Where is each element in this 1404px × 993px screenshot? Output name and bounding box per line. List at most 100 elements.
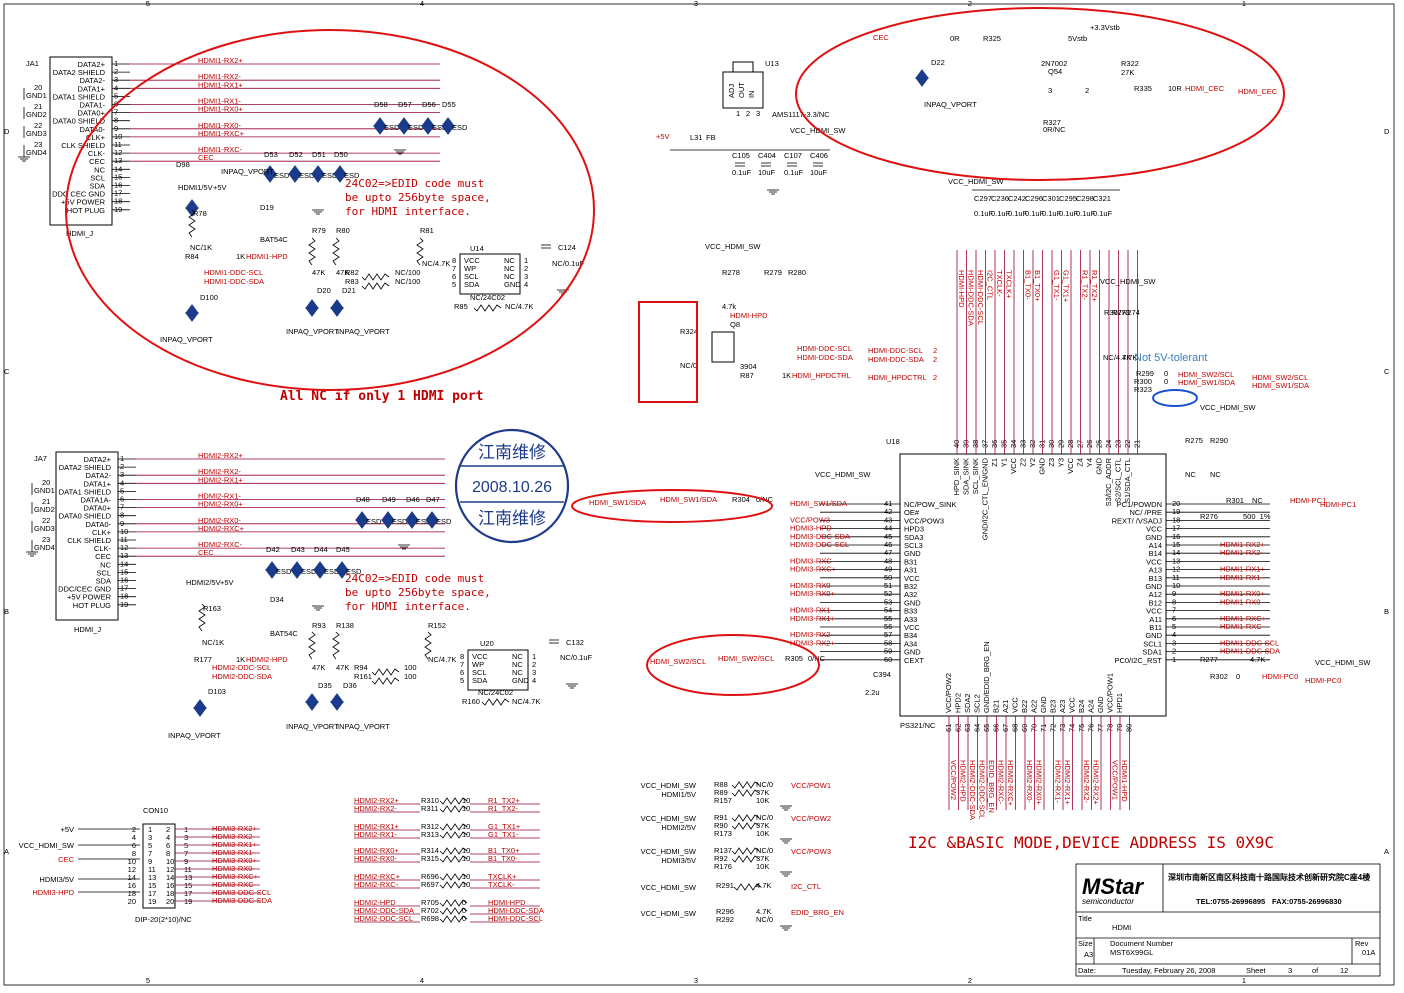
hdmi1-hpd-net: HDMI1-HPD — [246, 252, 288, 261]
mstar-logo-sub: semiconductor — [1082, 897, 1134, 906]
r80-ref: R80 — [336, 226, 350, 235]
u18-bottom-net: HDMI2-RX2+ — [1092, 760, 1101, 805]
tx-res-value: 10 — [462, 822, 470, 831]
u14-part: NC/24C02 — [470, 293, 505, 302]
u18-left-pin-label: GND — [904, 648, 921, 657]
r324-ref: R324 — [680, 327, 698, 336]
u18-top-net: HDMI-DDC-SCL — [976, 270, 985, 325]
r81-ref: R81 — [420, 226, 434, 235]
size-value: A3 — [1084, 950, 1093, 959]
u18-top-pin-number: 33 — [1019, 440, 1028, 448]
u18-right-pin-label: A12 — [1149, 590, 1162, 599]
u18-left-pin-label: B34 — [904, 631, 917, 640]
u18-right-pin-number: 12 — [1172, 565, 1180, 574]
stamp-top-text: 江南维修 — [478, 443, 546, 462]
u18-right-pin-number: 7 — [1172, 606, 1176, 615]
u18-right-net: HDMI1-RX2+ — [1220, 540, 1265, 549]
u18-left-pin-number: 46 — [884, 540, 892, 549]
r301-ref: R301 — [1226, 496, 1244, 505]
ddc-sda-sheet: 2 — [933, 355, 937, 364]
tx-res-in-net: HDMI2-RX0- — [354, 854, 397, 863]
u18-bottom-pin-label: VCC — [1068, 697, 1077, 713]
u18-top-pin-label: S1/SDA_CTL — [1123, 458, 1132, 503]
d98-ref: D98 — [176, 160, 190, 169]
r335-value: 10R — [1168, 84, 1182, 93]
esd-label: ESD — [416, 517, 432, 526]
u13-pin-label: OUT — [737, 82, 746, 98]
title-label: Title — [1078, 914, 1092, 923]
u18-bottom-pin-label: SCL2 — [973, 694, 982, 713]
hpd-ddc-sda-net: HDMI-DDC-SDA — [797, 353, 853, 362]
pow-resistor — [731, 847, 760, 855]
pow-gnd — [780, 871, 792, 877]
u18-bottom-pin-label: HPD1 — [1115, 693, 1124, 713]
caps-row-value: 0.1uF — [1025, 209, 1045, 218]
r280-ref: R280 — [788, 268, 806, 277]
right-sw2scl-port: HDMI_SW2/SCL — [1252, 373, 1308, 382]
caps-row-value: 0.1uF — [991, 209, 1011, 218]
q8-ref: Q8 — [730, 320, 740, 329]
hpd-ctrl-net: HDMI_HPDCTRL — [792, 371, 851, 380]
connector-pin-number: 3 — [114, 75, 118, 84]
u18-top-pin-number: 27 — [1076, 440, 1085, 448]
pow-r3-ref: R176 — [714, 862, 732, 871]
hdmi1-ddc-scl-net: HDMI1-DDC-SCL — [204, 268, 263, 277]
docnum-value: MST6X99GL — [1110, 948, 1153, 957]
r82-value: NC/100 — [395, 268, 420, 277]
tx-res-in-net: HDMI2-RX2- — [354, 804, 397, 813]
reg-cap — [761, 162, 771, 167]
u18-right-pin-number: 9 — [1172, 589, 1176, 598]
u18-bottom-pin-number: 61 — [944, 724, 953, 732]
eeprom-pin-right: NC — [512, 668, 523, 677]
connector-pin-label: DATA1+ — [78, 84, 106, 93]
u18-top-net: HDMI-DDC-SDA — [967, 270, 976, 326]
con10-left-net: HDMI3/5V — [39, 875, 74, 884]
eeprom-pin-number-left: 6 — [452, 272, 456, 281]
eeprom-pin-number-left: 7 — [452, 264, 456, 273]
con10-left-net: CEC — [58, 855, 74, 864]
r79-value: 47K — [312, 268, 325, 277]
d22-inpaq: INPAQ_VPORT — [924, 100, 977, 109]
u18-top-pin-label: Y3 — [1057, 458, 1066, 467]
u18-left-pin-label: VCC — [904, 574, 920, 583]
u18-right-pin-label: GND — [1145, 533, 1162, 542]
u18-left-net: HDMI3-RX0+ — [790, 589, 835, 598]
u18-left-pin-label: HPD3 — [904, 525, 924, 534]
c394-value: 2.2u — [865, 688, 880, 697]
u18-left-pin-number: 42 — [884, 507, 892, 516]
u18-left-pin-label: VCC/POW3 — [904, 516, 944, 525]
row-mark-right: B — [1384, 607, 1389, 616]
q8-part: 3904 — [740, 362, 757, 371]
esd-label: ESD — [324, 567, 340, 576]
u18-right-net: HDMI1-RX0- — [1220, 597, 1263, 606]
q8-body — [711, 331, 735, 363]
reg-cap-value: 0.1uF — [784, 168, 804, 177]
pow-r3-value: 10K — [756, 829, 769, 838]
u18-left-net: HDMI3-RX0- — [790, 581, 833, 590]
connector-pin-label: DATA0 SHIELD — [53, 117, 106, 126]
pow-gnd — [780, 805, 792, 811]
connector-gnd-label: GND1 — [34, 486, 55, 495]
sheet-total: 12 — [1340, 966, 1348, 975]
u18-left-pin-number: 56 — [884, 622, 892, 631]
eeprom-pin-right: NC — [512, 660, 523, 669]
u18-right-net: HDMI1-DDC-SDA — [1220, 647, 1280, 656]
con10-pin-odd-right: 17 — [184, 889, 192, 898]
con10-pin-odd-right: 1 — [184, 825, 188, 834]
ja7-name: HDMI_J — [74, 625, 101, 634]
eeprom-pin-number-left: 7 — [460, 660, 464, 669]
tx-res-out-net: TXCLK+ — [488, 872, 517, 881]
r304-ref: R304 — [732, 495, 750, 504]
connector-pin-number: 9 — [120, 519, 124, 528]
esd-diode — [381, 511, 395, 529]
tx-res-value: 10 — [462, 796, 470, 805]
connector-pin-number: 19 — [114, 205, 122, 214]
con10-pin-odd: 11 — [148, 865, 156, 874]
u18-right-pin-number: 19 — [1172, 507, 1180, 516]
esd-ref: D56 — [422, 100, 436, 109]
tx-resistor — [439, 797, 468, 805]
u18-top-pin-number: 38 — [971, 440, 980, 448]
r85-ref: R85 — [454, 302, 468, 311]
r152-resistor — [424, 631, 432, 660]
